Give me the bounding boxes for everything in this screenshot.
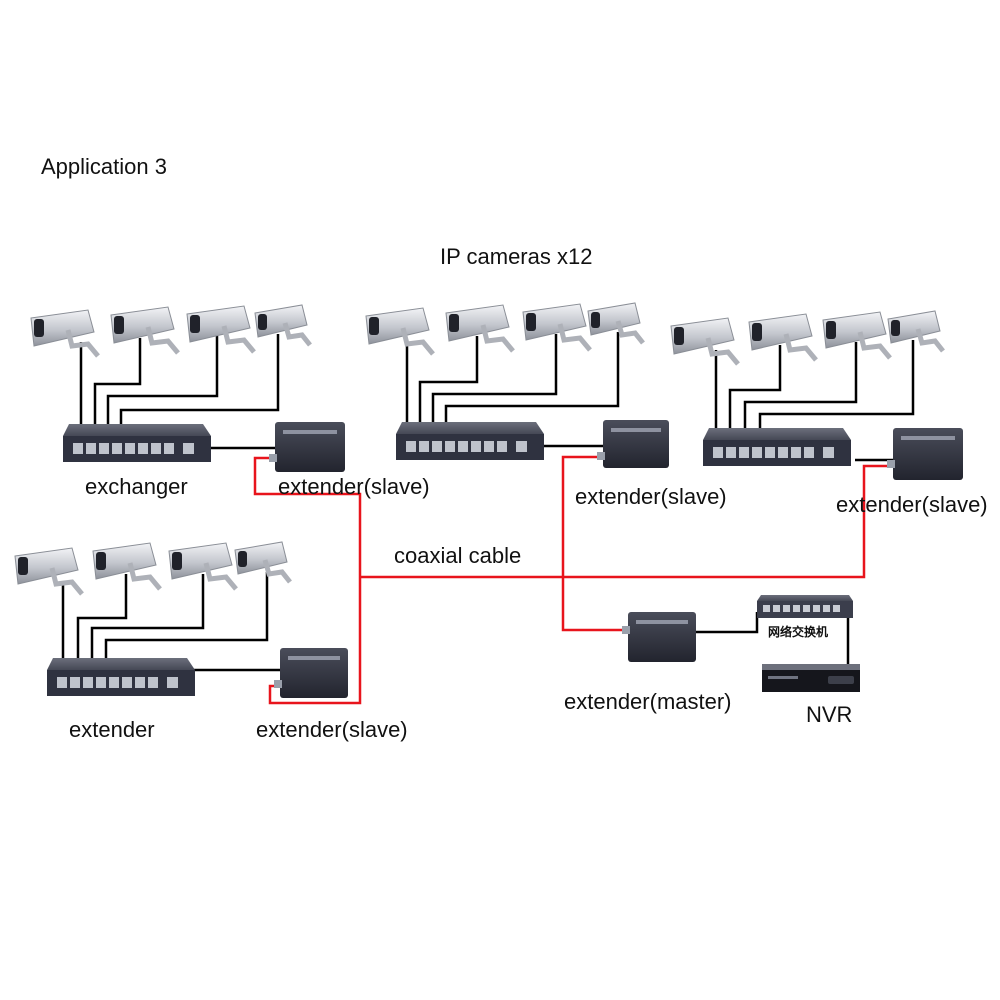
label-nvr: NVR [806,702,852,727]
network-switch-icon [63,424,211,462]
nvr-recorder-icon [762,664,860,692]
cameras-caption: IP cameras x12 [440,244,592,269]
ip-camera-icon [587,302,645,345]
network-switch-icon [396,422,544,460]
ip-camera-icon [14,547,84,596]
ip-camera-icon [670,317,740,366]
diagram-title: Application 3 [41,154,167,179]
extender-box-icon [269,422,345,472]
label-slave-2: extender(slave) [575,484,727,509]
label-coaxial-cable: coaxial cable [394,543,521,568]
ip-camera-icon [234,541,292,584]
camera-group-1 [30,304,312,358]
ip-camera-icon [186,305,256,354]
label-slave-3: extender(slave) [836,492,988,517]
ip-camera-icon [748,313,818,362]
extender-box-icon [597,420,669,468]
label-slave-1: extender(slave) [278,474,430,499]
ip-camera-icon [522,303,592,352]
camera-group-3 [670,310,945,366]
extender-box-icon [887,428,963,480]
extender-box-icon [274,648,348,698]
ip-camera-icon [168,542,238,591]
network-switch-icon [47,658,195,696]
central-switch-icon [757,595,853,618]
ip-camera-icon [30,309,100,358]
ip-camera-icon [887,310,945,353]
network-switch-icon [703,428,851,466]
label-extender: extender [69,717,155,742]
label-slave-4: extender(slave) [256,717,408,742]
ip-camera-icon [365,307,435,356]
ethernet-cables [61,332,915,682]
label-master: extender(master) [564,689,732,714]
switch-chinese-label: 网络交换机 [768,624,828,639]
coaxial-cables [253,455,893,705]
camera-group-2 [365,302,645,356]
ip-camera-icon [254,304,312,347]
ip-camera-icon [110,306,180,355]
ip-camera-icon [92,542,162,591]
extender-master-icon [622,612,696,662]
ip-camera-icon [445,304,515,353]
ip-camera-icon [822,311,892,360]
camera-group-4 [14,541,292,596]
label-exchanger: exchanger [85,474,188,499]
